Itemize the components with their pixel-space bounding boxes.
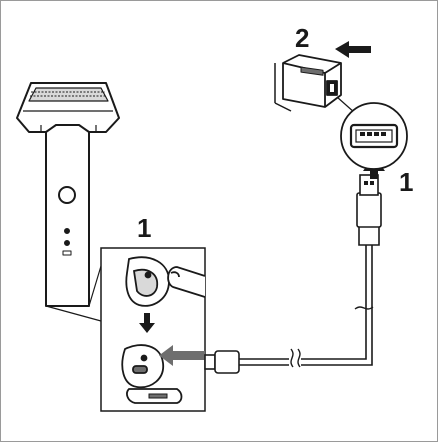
battery-indicator-icon — [64, 240, 70, 246]
port-cover-closed-icon — [125, 256, 170, 307]
usb-c-plug-icon — [204, 350, 240, 374]
wall-outlet-icon — [274, 63, 292, 112]
arrow-insert-icon — [335, 41, 371, 58]
finger-icon — [167, 266, 206, 298]
port-cover-open-icon — [121, 344, 183, 404]
step-number-1-device: 1 — [137, 213, 151, 243]
arrow-left-icon — [159, 345, 205, 366]
usb-cable-icon — [204, 174, 382, 374]
shaver-icon — [16, 82, 120, 307]
usb-a-plug-icon — [356, 174, 382, 246]
step-number-2: 2 — [295, 23, 309, 53]
power-button-icon — [58, 186, 76, 204]
shaver-handle — [45, 132, 90, 307]
callout-lines — [45, 265, 102, 322]
usb-port-zoom-icon — [340, 102, 408, 170]
usb-c-port-icon — [132, 365, 148, 374]
arrow-down-icon — [139, 313, 155, 333]
step-number-1-cable: 1 — [399, 167, 413, 197]
indicator-light-icon — [64, 228, 70, 234]
power-adapter-icon — [282, 54, 342, 108]
shaver-foil — [28, 87, 109, 102]
shaver-head — [16, 82, 120, 133]
